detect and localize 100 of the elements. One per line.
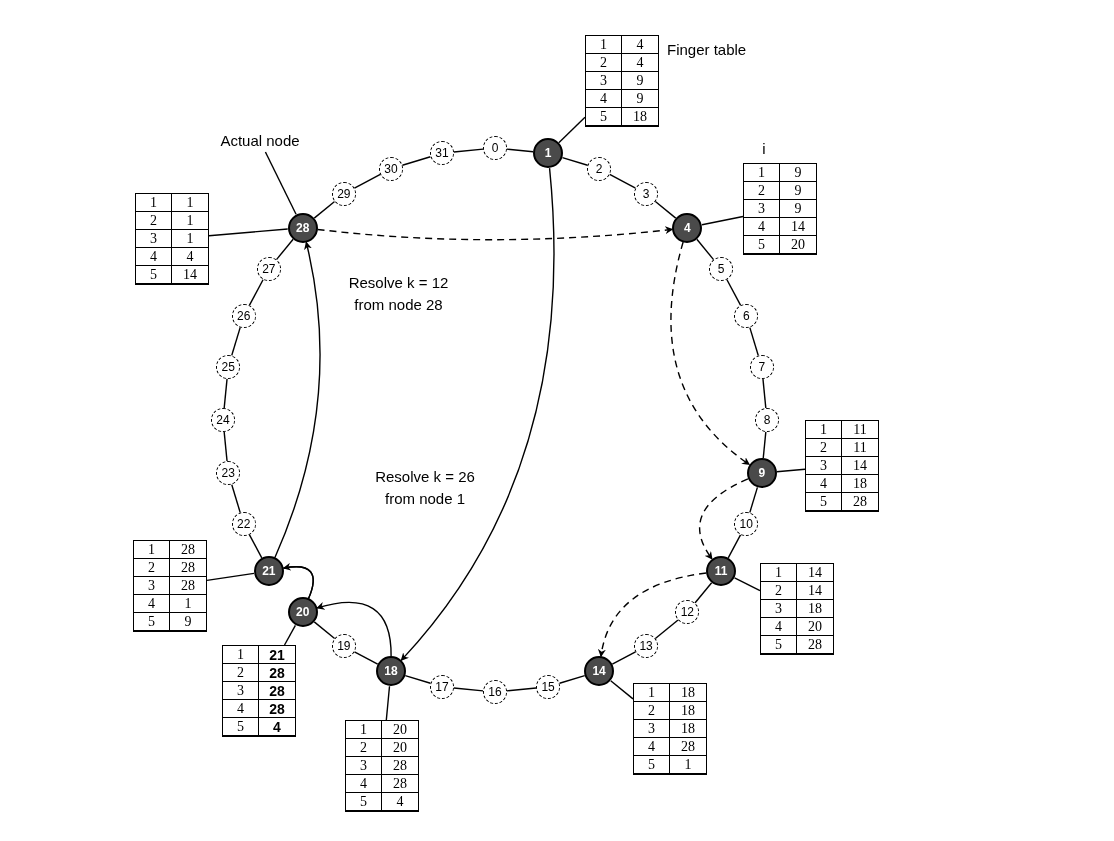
table-cell: 4 (744, 218, 780, 236)
table-cell: 3 (806, 457, 842, 475)
table-cell: 3 (744, 200, 780, 218)
table-cell: 1 (172, 194, 208, 212)
table-cell: 18 (670, 684, 706, 702)
table-cell: 1 (744, 164, 780, 182)
ring-segment (654, 200, 677, 219)
annotation-text: Resolve k = 12 from node 28 (347, 273, 450, 315)
table-cell: 28 (170, 559, 206, 577)
ring-segment (223, 378, 228, 409)
table-cell: 3 (134, 577, 170, 595)
finger-table (133, 540, 207, 632)
table-cell: 4 (761, 618, 797, 636)
table-cell: 1 (586, 36, 622, 54)
ring-segment (231, 326, 241, 357)
table-cell: 28 (170, 577, 206, 595)
table-cell: 4 (346, 775, 382, 793)
ring-segment (762, 378, 767, 409)
table-cell: 1 (670, 756, 706, 774)
table-cell: 14 (780, 218, 816, 236)
table-cell: 18 (670, 720, 706, 738)
table-cell: 2 (223, 664, 259, 682)
table-cell: 2 (134, 559, 170, 577)
table-cell: 1 (172, 212, 208, 230)
ring-segment (749, 326, 759, 357)
lookup-arrow (670, 241, 751, 466)
table-cell: 28 (797, 636, 833, 654)
callout-text: Actual node (205, 130, 315, 152)
table-cell: 28 (259, 682, 295, 700)
ring-segment (404, 674, 432, 684)
ring-segment (506, 687, 537, 692)
table-cell: 5 (223, 718, 259, 736)
table-cell: 20 (382, 739, 418, 757)
lookup-arrow (598, 572, 707, 658)
table-cell: 20 (797, 618, 833, 636)
table-cell: 28 (170, 541, 206, 559)
table-cell: 21 (259, 646, 295, 664)
table-cell: 4 (259, 718, 295, 736)
table-cell: 18 (842, 475, 878, 493)
table-cell: 14 (842, 457, 878, 475)
table-cell: 18 (797, 600, 833, 618)
finger-table (222, 645, 296, 737)
table-cell: 28 (382, 757, 418, 775)
table-cell: 4 (136, 248, 172, 266)
table-cell: 20 (780, 236, 816, 254)
connector-line (208, 228, 289, 237)
table-cell: 9 (622, 72, 658, 90)
table-cell: 5 (761, 636, 797, 654)
table-cell: 1 (170, 595, 206, 613)
finger-table (633, 683, 707, 775)
ring-segment (231, 483, 241, 514)
table-cell: 4 (634, 738, 670, 756)
ring-segment (694, 582, 713, 604)
table-cell: 2 (634, 702, 670, 720)
table-cell: 1 (134, 541, 170, 559)
table-cell: 4 (172, 248, 208, 266)
finger-table (135, 193, 209, 285)
table-cell: 3 (761, 600, 797, 618)
table-cell: 2 (346, 739, 382, 757)
finger-table (743, 163, 817, 255)
ring-segment (654, 619, 679, 640)
table-cell: 2 (586, 54, 622, 72)
table-cell: 28 (259, 664, 295, 682)
finger-table (345, 720, 419, 812)
table-cell: 2 (744, 182, 780, 200)
table-cell: 4 (622, 36, 658, 54)
table-cell: 14 (172, 266, 208, 284)
ring-segment (313, 621, 336, 640)
table-cell: 4 (806, 475, 842, 493)
lookup-arrow (400, 167, 555, 662)
table-cell: 28 (259, 700, 295, 718)
lookup-arrow (316, 226, 674, 241)
table-caption: Finger table (667, 40, 747, 60)
connector-line (558, 116, 586, 144)
ring-segment (313, 200, 336, 219)
table-cell: 1 (346, 721, 382, 739)
table-cell: 28 (670, 738, 706, 756)
table-cell: 9 (780, 164, 816, 182)
table-cell: 9 (170, 613, 206, 631)
table-cell: 4 (134, 595, 170, 613)
table-cell: 5 (586, 108, 622, 126)
ring-segment (762, 431, 767, 459)
table-cell: 14 (797, 564, 833, 582)
ring-segment (696, 238, 715, 261)
table-cell: 5 (806, 493, 842, 511)
annotation-text: i (761, 139, 767, 159)
ring-segment (749, 486, 759, 514)
table-cell: 1 (223, 646, 259, 664)
table-cell: 3 (586, 72, 622, 90)
annotation-text: Resolve k = 26 from node 1 (374, 467, 476, 509)
table-cell: 9 (622, 90, 658, 108)
finger-table (760, 563, 834, 655)
table-cell: 5 (134, 613, 170, 631)
lookup-arrow (316, 601, 392, 657)
connector-line (776, 468, 806, 473)
table-cell: 9 (780, 182, 816, 200)
ring-segment (558, 674, 586, 684)
table-cell: 9 (780, 200, 816, 218)
table-cell: 28 (842, 493, 878, 511)
connector-line (701, 215, 744, 226)
